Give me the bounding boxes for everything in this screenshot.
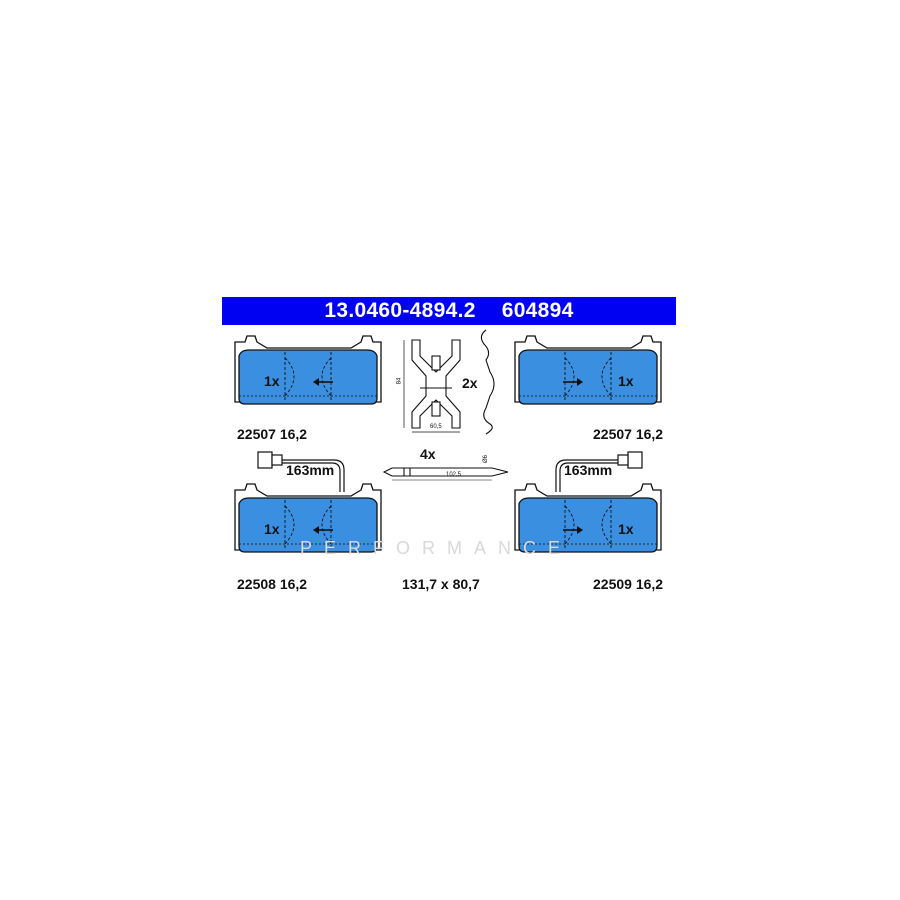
pad-2-code: 22507 16,2 [593,426,664,442]
pad-dimensions: 131,7 x 80,7 [402,576,480,592]
pad-1-code: 22507 16,2 [237,426,308,442]
pin-qty: 4x [420,446,436,462]
watermark: PERFORMANCE [300,538,573,558]
pad-4-code: 22509 16,2 [593,576,664,592]
brake-pad-4 [514,483,662,553]
anti-rattle-spring [411,339,461,429]
spring-dimensions [403,340,460,433]
pad-1-qty: 1x [264,373,280,389]
pad-4-qty: 1x [618,521,634,537]
part-number: 13.0460-4894.2 [324,299,476,322]
pad-3-qty: 1x [264,521,280,537]
brake-pad-3 [234,483,382,553]
sensor-left-length: 163mm [286,462,335,478]
reference-number: 604894 [501,299,574,322]
wear-sensor-right [555,451,643,492]
pin-diameter: Ø6 [483,454,490,464]
pad-3-code: 22508 16,2 [237,576,308,592]
spring-side-view [480,329,495,435]
guide-pin [382,467,509,481]
wear-sensor-left [257,451,345,492]
brake-pad-2 [514,335,662,405]
spring-qty: 2x [462,375,478,391]
spring-height: 84 [396,377,403,385]
sensor-right-length: 163mm [564,462,613,478]
pad-2-qty: 1x [618,373,634,389]
brake-pad-1 [234,335,382,405]
pin-length: 102,5 [446,472,462,478]
part-number-banner: 13.0460-4894.2 604894 [222,297,676,325]
spring-width: 60,5 [430,424,442,430]
